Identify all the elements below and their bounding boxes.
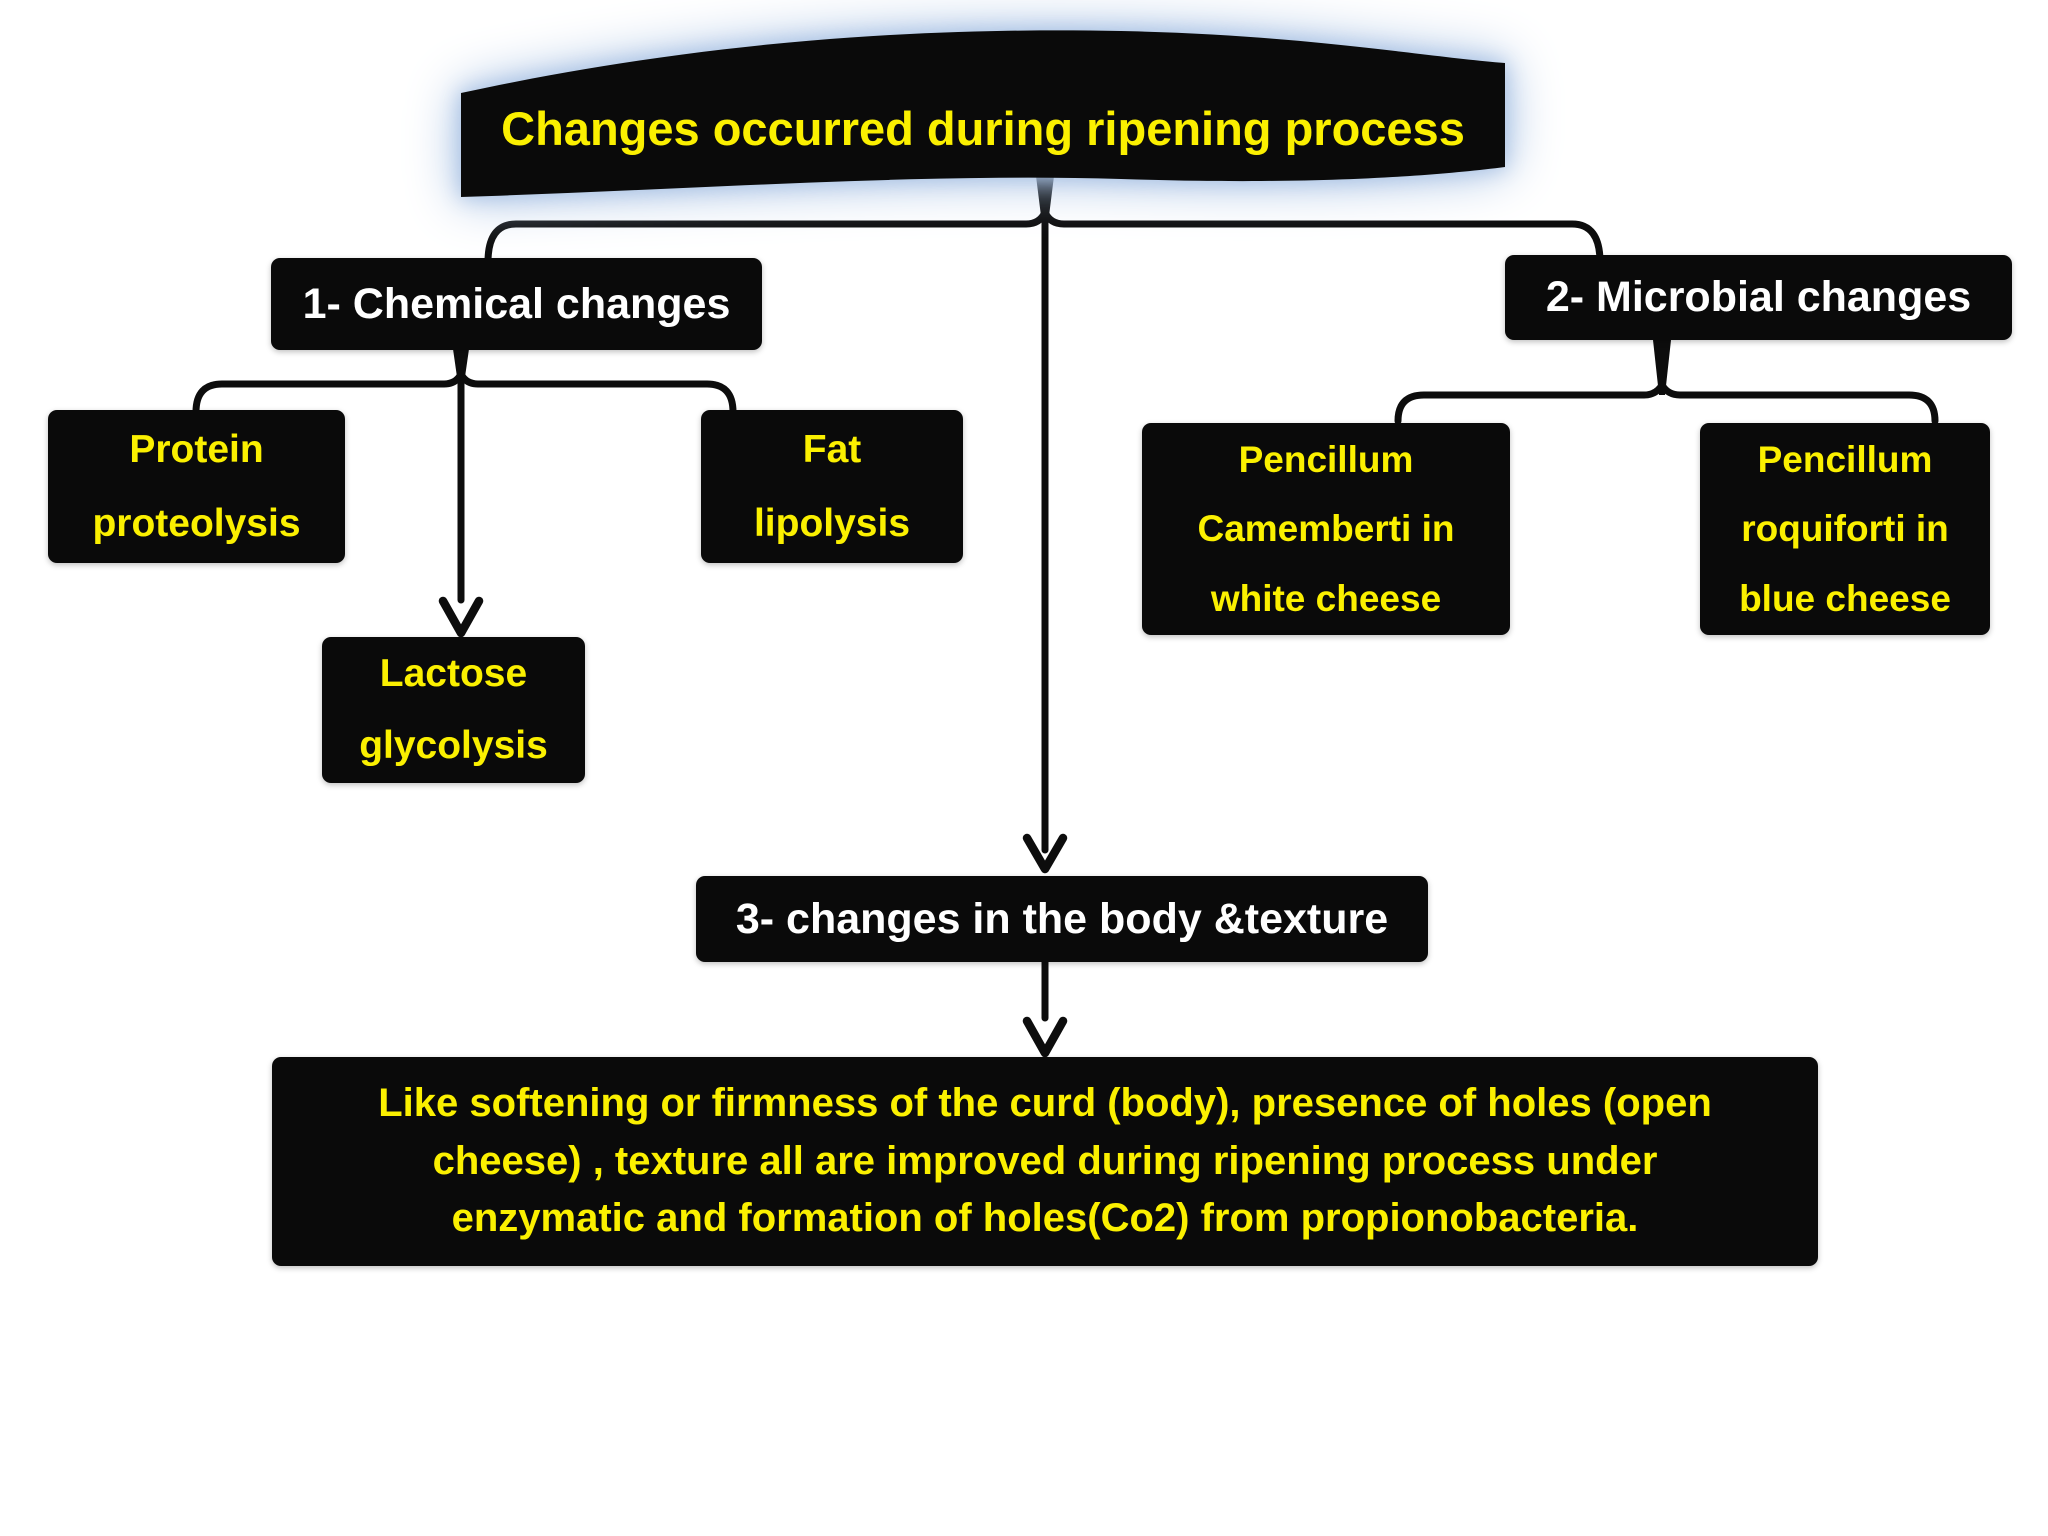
node-pencillum-camemberti: Pencillum Camemberti in white cheese — [1142, 423, 1510, 635]
node-protein-proteolysis: Protein proteolysis — [48, 410, 345, 563]
arrowhead-body-texture — [1022, 833, 1068, 874]
node-microbial-changes: 2- Microbial changes — [1505, 255, 2012, 340]
title-banner: Changes occurred during ripening process — [461, 25, 1505, 198]
microbial-stub-connector — [1653, 340, 1671, 395]
banner-wave-shape — [461, 30, 1505, 198]
diagram-title: Changes occurred during ripening process — [501, 102, 1465, 155]
title-stub-connector — [1036, 176, 1054, 224]
bracket-top-connector — [484, 208, 1604, 266]
node-fat-lipolysis: Fat lipolysis — [701, 410, 963, 563]
bracket-microbial-connector — [1394, 381, 1939, 425]
node-ripening-description: Like softening or firmness of the curd (… — [272, 1057, 1818, 1266]
arrowhead-description — [1022, 1016, 1068, 1058]
arrowhead-lactose — [438, 596, 484, 638]
node-pencillum-roquiforti: Pencillum roquiforti in blue cheese — [1700, 423, 1990, 635]
node-lactose-glycolysis: Lactose glycolysis — [322, 637, 585, 783]
node-body-texture-changes: 3- changes in the body &texture — [696, 876, 1428, 962]
chemical-stub-connector — [452, 342, 470, 384]
node-chemical-changes: 1- Chemical changes — [271, 258, 762, 350]
bracket-chemical-connector — [192, 370, 737, 416]
